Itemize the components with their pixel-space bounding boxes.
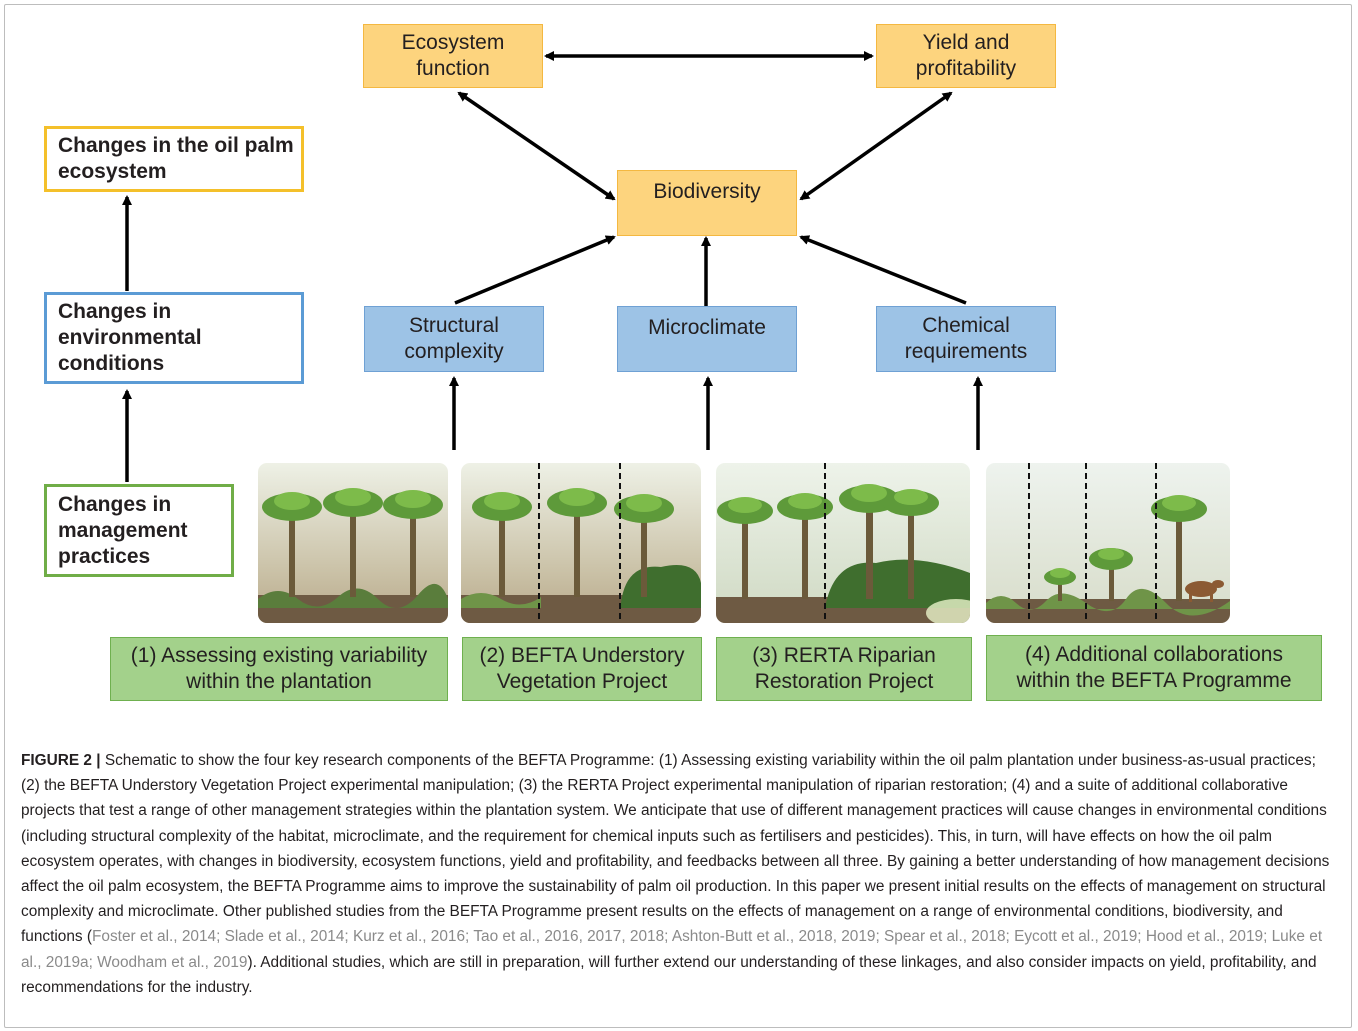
caption-text: Schematic to show the four key research … (21, 752, 1330, 946)
understory-project-box: (2) BEFTA Understory Vegetation Project (462, 637, 702, 701)
microclimate-box: Microclimate (617, 306, 797, 372)
chemical-requirements-box: Chemical requirements (876, 306, 1056, 372)
structural-complexity-box: Structural complexity (364, 306, 544, 372)
biodiversity-box: Biodiversity (617, 170, 797, 236)
caption-text-end: ). Additional studies, which are still i… (21, 953, 1317, 996)
figure-label: FIGURE 2 | (21, 752, 101, 769)
caption-citations[interactable]: Foster et al., 2014; Slade et al., 2014;… (21, 928, 1323, 971)
panel-understory-project (461, 463, 701, 623)
diagram-arrows (122, 51, 983, 482)
ecosystem-function-box: Ecosystem function (363, 24, 543, 88)
panel-riparian-project (716, 463, 970, 623)
palm-tree-icon (1058, 513, 1182, 601)
panel-plantation-variability (258, 463, 448, 623)
arrow-chemical-to-biodiversity (799, 235, 967, 305)
environment-changes-box: Changes in environmental conditions (44, 292, 304, 384)
yield-profitability-box: Yield and profitability (876, 24, 1056, 88)
management-changes-box: Changes in management practices (44, 484, 234, 577)
figure-caption: FIGURE 2 | Schematic to show the four ke… (21, 748, 1337, 1000)
panel-additional-collaborations (986, 463, 1230, 623)
palm-tree-icon (742, 503, 914, 599)
palm-tree-icon (499, 507, 647, 597)
additional-collaborations-box: (4) Additional collaborations within the… (986, 635, 1322, 701)
palm-tree-icon (289, 507, 416, 597)
cow-icon (1185, 580, 1224, 602)
arrow-function-biodiversity (457, 91, 616, 201)
arrow-yield-biodiversity (799, 91, 953, 201)
riparian-project-box: (3) RERTA Riparian Restoration Project (716, 637, 972, 701)
assessing-variability-box: (1) Assessing existing variability withi… (110, 637, 448, 701)
ecosystem-changes-box: Changes in the oil palm ecosystem (44, 126, 304, 192)
arrow-structural-to-biodiversity (454, 235, 616, 305)
